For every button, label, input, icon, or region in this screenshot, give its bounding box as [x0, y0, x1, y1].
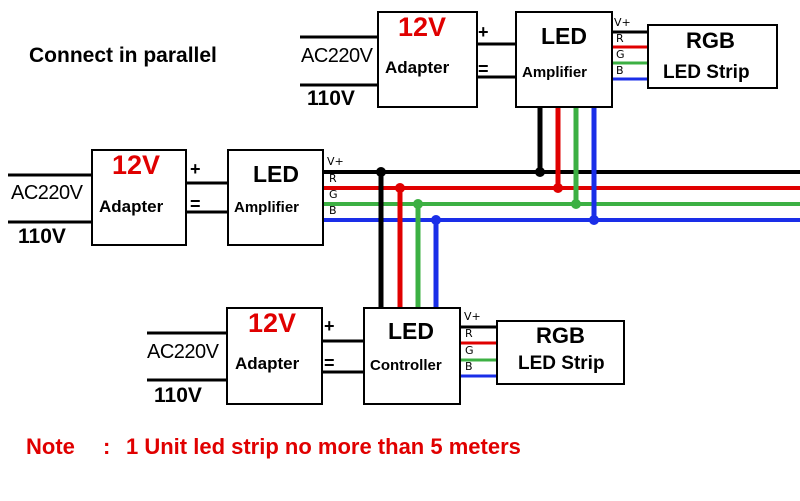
- mid-sig-r: R: [329, 172, 337, 185]
- mid-sig-b: B: [329, 204, 337, 217]
- mid-ac220v-label: AC220V: [11, 182, 83, 204]
- mid-sig-g: G: [329, 188, 338, 201]
- mid-110v-label: 110V: [18, 225, 66, 248]
- bot-adapter-label: Adapter: [235, 354, 300, 373]
- bot-rgb-label: RGB: [536, 323, 585, 348]
- bot-sig-b: B: [465, 360, 473, 373]
- bot-sig-r: R: [465, 327, 473, 340]
- top-rgb-label: RGB: [686, 28, 735, 53]
- top-adapter-label: Adapter: [385, 58, 450, 77]
- bot-rgb-strip-box: [496, 320, 625, 385]
- ctrl-drops: [378, 172, 439, 307]
- ac-lines: [8, 35, 378, 382]
- mid-12v-label: 12V: [112, 150, 161, 180]
- mid-adapter-box: [91, 149, 187, 246]
- mid-plus-label: +: [190, 159, 201, 179]
- mid-sig-v: V+: [327, 155, 344, 168]
- diagram-title: Connect in parallel: [29, 44, 217, 67]
- junction-dots: [376, 167, 599, 225]
- top-sig-v: V+: [614, 16, 631, 29]
- bot-strip-label: LED Strip: [518, 353, 605, 374]
- top-sig-r: R: [616, 32, 624, 45]
- note-label: Note: [26, 434, 75, 459]
- amp-drops: [537, 106, 597, 220]
- bot-12v-label: 12V: [248, 308, 297, 338]
- bot-sig-g: G: [465, 344, 474, 357]
- top-amplifier-box: [515, 11, 613, 108]
- mid-amplifier-led-label: LED: [253, 161, 299, 187]
- mid-amplifier-label: Amplifier: [234, 199, 300, 216]
- controller-label: Controller: [370, 357, 442, 374]
- top-sig-b: B: [616, 64, 624, 77]
- main-bus: [323, 170, 800, 222]
- bottom-output-wires: [460, 325, 497, 378]
- bot-minus-label: =: [324, 353, 335, 373]
- bot-ac220v-label: AC220V: [147, 341, 219, 363]
- top-sig-g: G: [616, 48, 625, 61]
- mid-adapter-label: Adapter: [99, 197, 164, 216]
- top-amplifier-led-label: LED: [541, 23, 587, 49]
- top-amplifier-label: Amplifier: [522, 64, 588, 81]
- note-text: 1 Unit led strip no more than 5 meters: [126, 434, 521, 459]
- top-110v-label: 110V: [307, 87, 355, 110]
- mid-amplifier-box: [227, 149, 324, 246]
- bot-adapter-box: [226, 307, 323, 405]
- top-plus-label: +: [478, 22, 489, 42]
- controller-led-label: LED: [388, 318, 434, 344]
- dc-lines: [187, 42, 516, 374]
- top-rgb-strip-box: [647, 24, 778, 89]
- top-adapter-box: [377, 11, 478, 108]
- note-separator: :: [103, 434, 111, 459]
- top-12v-label: 12V: [398, 12, 447, 42]
- bot-plus-label: +: [324, 316, 335, 336]
- bot-sig-v: V+: [464, 310, 481, 323]
- mid-minus-label: =: [190, 194, 201, 214]
- top-ac220v-label: AC220V: [301, 45, 373, 67]
- top-minus-label: =: [478, 59, 489, 79]
- bot-110v-label: 110V: [154, 384, 202, 407]
- top-strip-label: LED Strip: [663, 62, 750, 83]
- top-output-wires: [612, 30, 648, 81]
- controller-box: [363, 307, 461, 405]
